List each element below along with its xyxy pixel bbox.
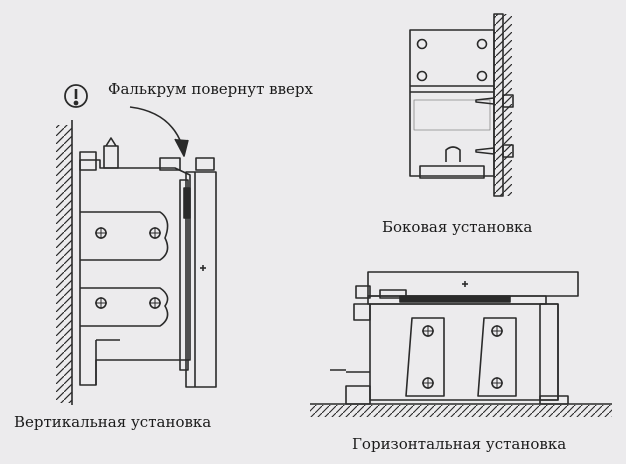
bolt-holes-horizontal	[422, 325, 503, 389]
base-foot	[95, 339, 120, 385]
side-bolt-upper	[475, 97, 495, 105]
horizontal-mount-caption: Горизонтальная установка	[352, 435, 567, 453]
right-foot	[539, 395, 569, 405]
side-nut-upper	[502, 94, 514, 108]
fulcrum-block	[159, 157, 181, 171]
warning-arrow	[129, 106, 183, 146]
column	[179, 179, 189, 371]
plate-left-clamp	[355, 285, 371, 299]
side-mount-caption: Боковая установка	[382, 218, 533, 236]
rail-gib	[399, 295, 511, 303]
side-slot	[445, 146, 461, 162]
vertical-mount-caption: Вертикальная установка	[14, 413, 212, 431]
horizontal-mount-figure	[310, 271, 612, 417]
exclamation-circle-icon	[64, 84, 88, 108]
horizontal-body	[369, 303, 559, 401]
side-mount-figure	[409, 13, 514, 197]
wall-hatching	[56, 125, 72, 403]
gib	[183, 187, 191, 219]
plate-stopper	[379, 289, 407, 299]
warning-label: Фалькрум повернут вверх	[108, 80, 313, 98]
vertical-mount-figure	[56, 106, 217, 405]
upper-rib	[80, 211, 169, 261]
side-base	[419, 165, 485, 179]
horizontal-rib-left	[405, 317, 445, 397]
table-plate	[367, 271, 579, 297]
left-tab	[353, 303, 371, 321]
top-clamp-right	[195, 157, 215, 171]
bolt-holes-vertical	[95, 227, 161, 309]
side-nut-lower	[502, 144, 514, 158]
pin-tip	[105, 137, 117, 147]
top-clamp-left	[79, 151, 97, 171]
fixture-body	[79, 159, 191, 386]
left-lever	[330, 369, 370, 373]
side-corner-holes	[416, 38, 488, 82]
locating-pin	[103, 145, 119, 169]
side-window	[413, 99, 491, 131]
lower-rib	[80, 287, 169, 327]
side-column	[539, 303, 559, 401]
side-bolt-lower	[475, 147, 495, 155]
ground-hatching	[310, 405, 612, 417]
warning-arrow-head	[174, 138, 189, 157]
left-foot	[345, 385, 371, 405]
horizontal-rib-right	[477, 317, 517, 397]
jaw-plate	[185, 171, 217, 388]
